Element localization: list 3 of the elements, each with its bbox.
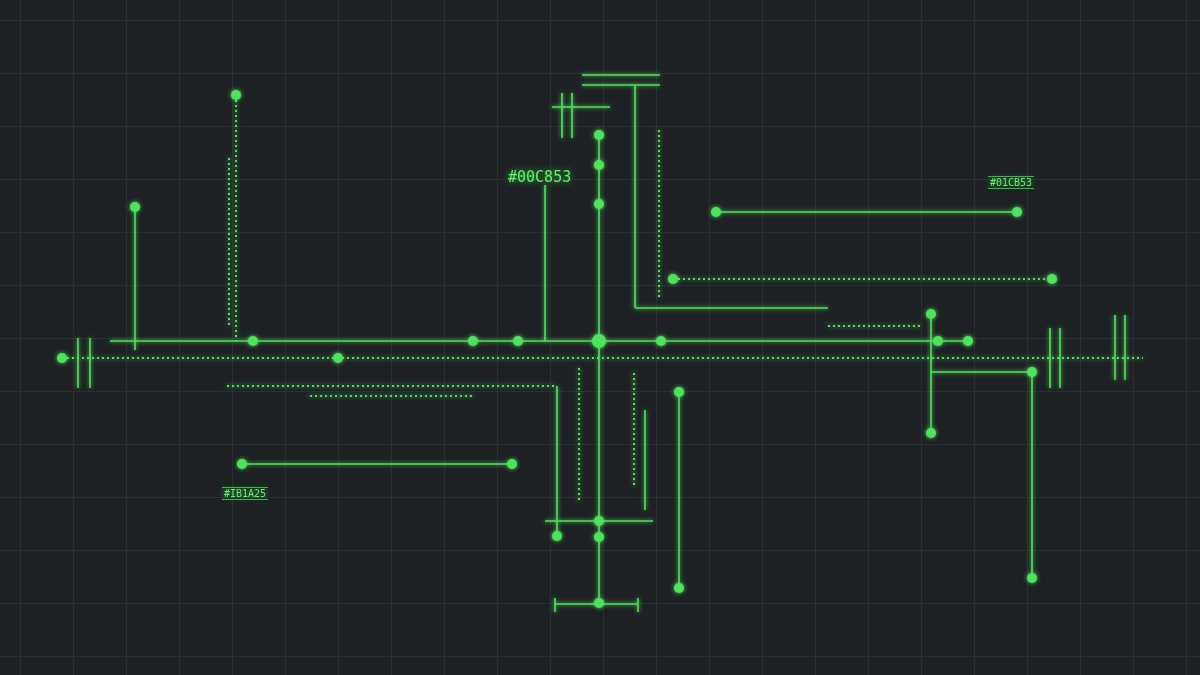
hex-code-label: #00C853 xyxy=(508,168,572,186)
hex-code-label: #IB1A25 xyxy=(222,487,269,500)
hex-code-label: #01CB53 xyxy=(988,176,1035,189)
